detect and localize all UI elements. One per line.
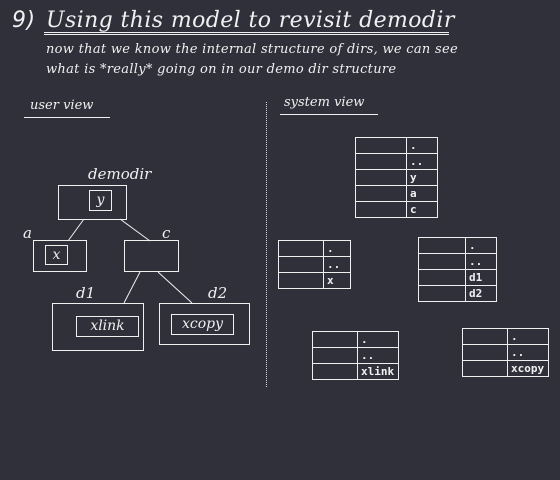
dir-entry-name: xcopy	[507, 360, 549, 377]
dir-entry-name: ..	[406, 153, 438, 170]
dir-entry-name: y	[406, 169, 438, 186]
slide-title: Using this model to revisit demodir	[46, 8, 455, 33]
dir-row: .	[355, 137, 438, 154]
dir-entry-inode	[462, 360, 508, 377]
dir-entry-name: xlink	[357, 363, 399, 380]
dir-row: .	[312, 331, 399, 348]
dir-entry-name: ..	[357, 347, 399, 364]
edge-demodir-c	[119, 218, 151, 242]
dir-row: x	[278, 272, 351, 289]
subtitle-line-2: what is *really* going on in our demo di…	[46, 62, 397, 77]
dir-entry-inode	[355, 185, 407, 202]
dir-table-a: . .. x	[278, 240, 351, 289]
dir-row: ..	[278, 256, 351, 273]
a-label: a	[23, 224, 32, 242]
dir-row: d1	[418, 269, 497, 286]
dir-entry-inode	[355, 137, 407, 154]
d2-node: xcopy	[159, 303, 250, 345]
dir-row: .	[418, 237, 497, 254]
dir-row: ..	[312, 347, 399, 364]
d1-node: xlink	[52, 303, 144, 351]
d2-label: d2	[208, 284, 228, 302]
dir-entry-name: .	[465, 237, 497, 254]
dir-table-demodir: . .. y a c	[355, 137, 438, 218]
c-label: c	[162, 224, 171, 242]
dir-entry-inode	[355, 153, 407, 170]
dir-row: .	[462, 328, 549, 345]
dir-entry-inode	[355, 201, 407, 218]
subtitle-line-1: now that we know the internal structure …	[46, 42, 458, 57]
dir-entry-name: .	[323, 240, 351, 257]
dir-row: xcopy	[462, 360, 549, 377]
dir-entry-inode	[418, 285, 466, 302]
user-view-label: user view	[30, 98, 94, 113]
dir-row: y	[355, 169, 438, 186]
dir-entry-inode	[355, 169, 407, 186]
d2-entry: xcopy	[171, 314, 234, 335]
dir-row: ..	[462, 344, 549, 361]
demodir-node: y	[58, 185, 127, 220]
dir-row: d2	[418, 285, 497, 302]
demodir-entry: y	[89, 190, 112, 211]
c-node	[124, 240, 179, 272]
user-view-underline	[24, 117, 110, 118]
edge-c-d1	[123, 271, 141, 304]
dir-row: c	[355, 201, 438, 218]
dir-entry-name: ..	[507, 344, 549, 361]
dir-row: .	[278, 240, 351, 257]
dir-entry-name: ..	[465, 253, 497, 270]
dir-table-d1: . .. xlink	[312, 331, 399, 380]
dir-entry-inode	[278, 240, 324, 257]
dir-entry-inode	[418, 269, 466, 286]
system-view-underline	[280, 114, 378, 115]
dir-entry-name: .	[357, 331, 399, 348]
dir-entry-inode	[418, 237, 466, 254]
a-node: x	[33, 240, 87, 272]
dir-row: a	[355, 185, 438, 202]
dir-row: xlink	[312, 363, 399, 380]
a-entry: x	[45, 245, 68, 265]
dir-table-d2: . .. xcopy	[462, 328, 549, 377]
dir-entry-name: a	[406, 185, 438, 202]
dir-entry-name: .	[507, 328, 549, 345]
dir-entry-inode	[418, 253, 466, 270]
edge-demodir-a	[67, 218, 85, 242]
view-divider	[266, 102, 267, 387]
dir-entry-inode	[312, 347, 358, 364]
dir-entry-name: d1	[465, 269, 497, 286]
dir-row: ..	[355, 153, 438, 170]
dir-entry-name: ..	[323, 256, 351, 273]
dir-entry-inode	[312, 331, 358, 348]
d1-label: d1	[76, 284, 96, 302]
dir-entry-inode	[462, 344, 508, 361]
dir-row: ..	[418, 253, 497, 270]
dir-entry-inode	[278, 272, 324, 289]
dir-entry-inode	[278, 256, 324, 273]
dir-entry-name: c	[406, 201, 438, 218]
dir-entry-name: x	[323, 272, 351, 289]
demodir-label: demodir	[88, 165, 152, 183]
dir-table-c: . .. d1 d2	[418, 237, 497, 302]
title-underline	[44, 32, 449, 35]
dir-entry-inode	[462, 328, 508, 345]
dir-entry-name: .	[406, 137, 438, 154]
dir-entry-name: d2	[465, 285, 497, 302]
dir-entry-inode	[312, 363, 358, 380]
d1-entry: xlink	[76, 316, 139, 337]
edge-c-d2	[157, 271, 193, 304]
slide-number: 9)	[12, 8, 36, 33]
system-view-label: system view	[284, 95, 365, 110]
